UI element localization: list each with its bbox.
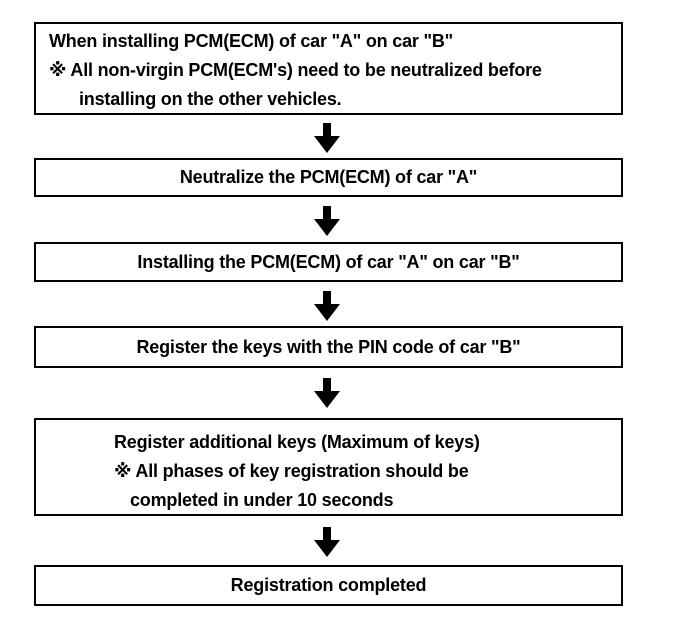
step-register-keys-label: Register the keys with the PIN code of c… xyxy=(136,336,521,357)
step-when-installing-box: When installing PCM(ECM) of car "A" on c… xyxy=(34,22,623,115)
step-registration-completed-label: Registration completed xyxy=(230,575,427,595)
step-installing-label: Installing the PCM(ECM) of car "A" on ca… xyxy=(137,251,520,272)
step-installing-box: Installing the PCM(ECM) of car "A" on ca… xyxy=(34,242,623,282)
step-registration-completed-box: Registration completed xyxy=(34,565,623,606)
step-register-additional-keys-note-line-2: completed in under 10 seconds xyxy=(130,490,394,510)
step-neutralize-box: Neutralize the PCM(ECM) of car "A" xyxy=(34,158,623,197)
down-arrow-icon xyxy=(314,123,340,153)
step-register-additional-keys-line-1: Register additional keys (Maximum of key… xyxy=(114,432,480,452)
step-neutralize-label: Neutralize the PCM(ECM) of car "A" xyxy=(179,167,478,187)
down-arrow-icon xyxy=(314,206,340,236)
down-arrow-icon xyxy=(314,291,340,321)
step-register-keys-box: Register the keys with the PIN code of c… xyxy=(34,326,623,368)
step-when-installing-line-1: When installing PCM(ECM) of car "A" on c… xyxy=(49,31,453,51)
step-register-additional-keys-note-line-1: ※ All phases of key registration should … xyxy=(114,461,469,481)
down-arrow-icon xyxy=(314,378,340,408)
down-arrow-icon xyxy=(314,527,340,557)
step-when-installing-note-line-2: installing on the other vehicles. xyxy=(79,89,342,109)
step-when-installing-note-line-1: ※ All non-virgin PCM(ECM's) need to be n… xyxy=(49,60,542,80)
step-register-additional-keys-box: Register additional keys (Maximum of key… xyxy=(34,418,623,516)
